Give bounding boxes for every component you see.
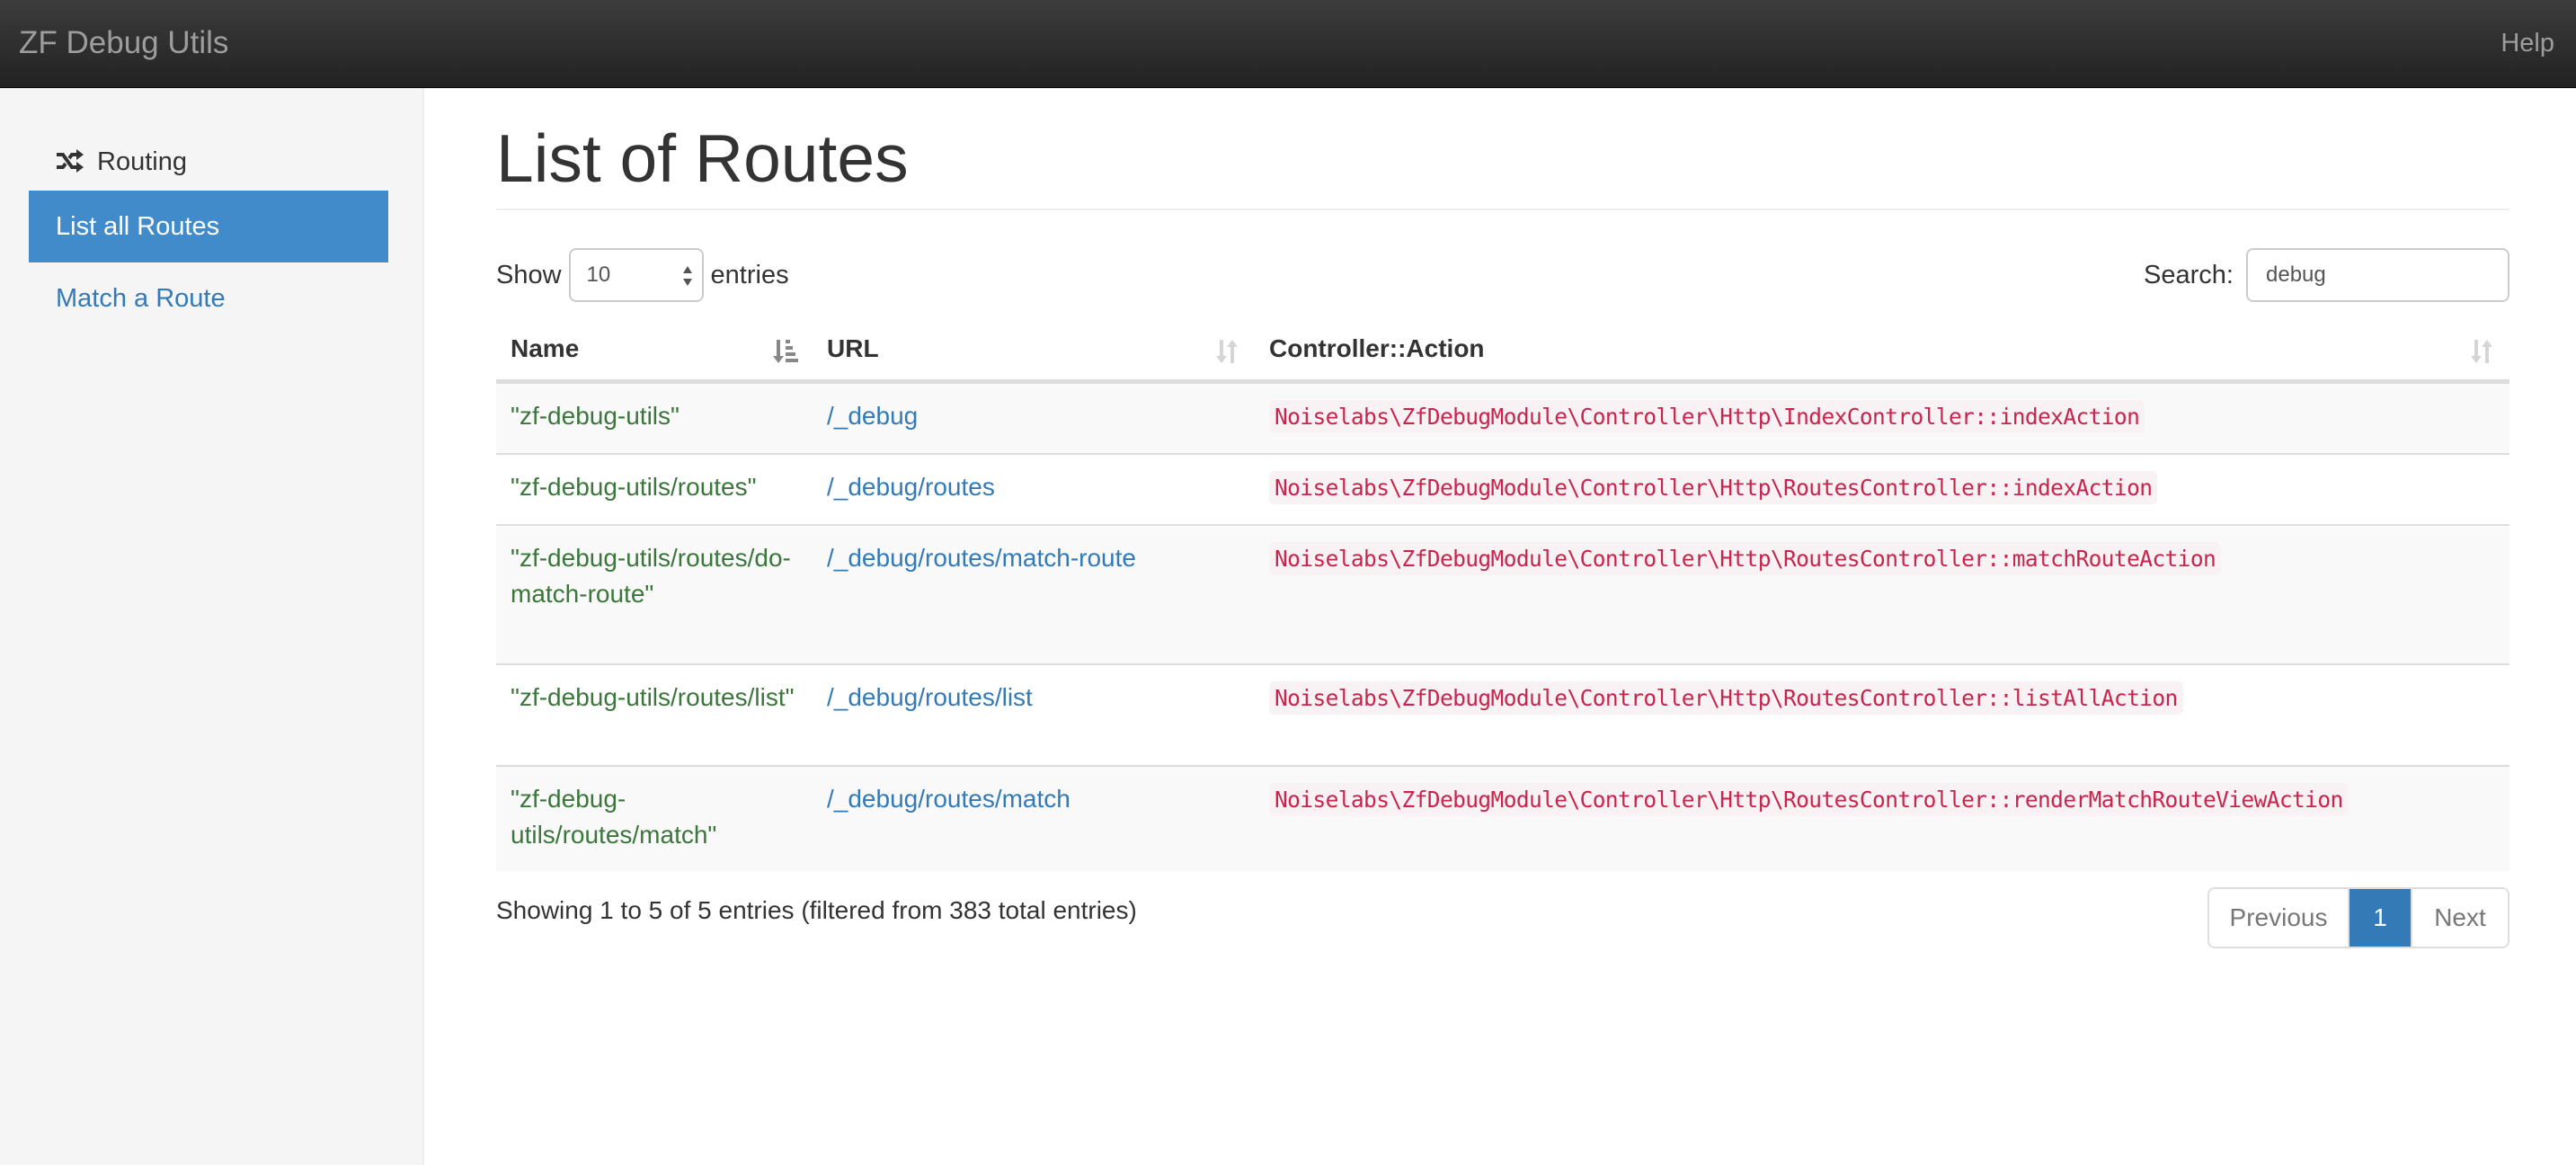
show-label: Show bbox=[496, 260, 562, 289]
route-name: "zf-debug-utils/routes/list" bbox=[511, 682, 795, 711]
main-content: List of Routes Show 10 entries Search: N… bbox=[496, 88, 2509, 970]
previous-page-button[interactable]: Previous bbox=[2209, 888, 2349, 947]
brand-link[interactable]: ZF Debug Utils bbox=[19, 25, 229, 60]
sidebar-header-routing: Routing bbox=[56, 144, 187, 180]
pagination: Previous 1 Next bbox=[2207, 886, 2509, 948]
column-header-label: URL bbox=[827, 333, 879, 362]
controller-action: Noiselabs\ZfDebugModule\Controller\Http\… bbox=[1269, 680, 2183, 715]
random-shuffle-icon bbox=[57, 149, 84, 173]
table-header-row: Name URL bbox=[496, 318, 2509, 384]
select-arrows-icon bbox=[682, 266, 692, 286]
sidebar-item-match-a-route[interactable]: Match a Route bbox=[29, 262, 388, 334]
page-length-control: Show 10 entries bbox=[496, 248, 789, 302]
route-name: "zf-debug-utils/routes/do-match-route" bbox=[511, 543, 791, 608]
page-1-button[interactable]: 1 bbox=[2349, 888, 2411, 947]
column-header-url[interactable]: URL bbox=[813, 318, 1255, 384]
sort-both-icon bbox=[2471, 340, 2492, 363]
page-length-select[interactable]: 10 bbox=[568, 248, 704, 302]
table-row: "zf-debug-utils/routes/do-match-route" /… bbox=[496, 523, 2509, 664]
route-name: "zf-debug-utils/routes" bbox=[511, 472, 757, 501]
table-row: "zf-debug-utils/routes" /_debug/routes N… bbox=[496, 452, 2509, 525]
page-length-value: 10 bbox=[586, 262, 611, 287]
entries-label: entries bbox=[710, 260, 789, 289]
controller-action: Noiselabs\ZfDebugModule\Controller\Http\… bbox=[1269, 470, 2158, 504]
controller-action: Noiselabs\ZfDebugModule\Controller\Http\… bbox=[1269, 782, 2349, 816]
sort-both-icon bbox=[1216, 340, 1238, 363]
sidebar-item-list-all-routes[interactable]: List all Routes bbox=[29, 191, 388, 262]
table-row: "zf-debug-utils/routes/list" /_debug/rou… bbox=[496, 663, 2509, 766]
route-url-link[interactable]: /_debug/routes bbox=[827, 472, 995, 501]
page-title: List of Routes bbox=[496, 120, 2509, 210]
sort-ascending-icon bbox=[773, 340, 798, 363]
next-page-button[interactable]: Next bbox=[2411, 888, 2508, 947]
table-row: "zf-debug-utils" /_debug Noiselabs\ZfDeb… bbox=[496, 381, 2509, 454]
sidebar-header-label: Routing bbox=[97, 147, 187, 176]
controller-action: Noiselabs\ZfDebugModule\Controller\Http\… bbox=[1269, 399, 2145, 433]
controller-action: Noiselabs\ZfDebugModule\Controller\Http\… bbox=[1269, 541, 2222, 575]
sidebar-item-label: Match a Route bbox=[56, 283, 226, 313]
route-name: "zf-debug-utils" bbox=[511, 401, 680, 430]
top-navbar: ZF Debug Utils Help bbox=[0, 0, 2576, 88]
sidebar: Routing List all Routes Match a Route bbox=[0, 88, 424, 1165]
route-url-link[interactable]: /_debug/routes/match bbox=[827, 784, 1070, 813]
column-header-label: Controller::Action bbox=[1269, 333, 1485, 362]
column-header-controller-action[interactable]: Controller::Action bbox=[1255, 318, 2509, 384]
search-control: Search: bbox=[2144, 248, 2509, 302]
routes-table: Name URL bbox=[496, 318, 2509, 871]
table-info: Showing 1 to 5 of 5 entries (filtered fr… bbox=[496, 895, 1137, 924]
column-header-label: Name bbox=[511, 333, 580, 362]
route-url-link[interactable]: /_debug/routes/list bbox=[827, 682, 1033, 711]
table-footer: Showing 1 to 5 of 5 entries (filtered fr… bbox=[496, 871, 2509, 970]
route-url-link[interactable]: /_debug bbox=[827, 401, 919, 430]
help-link[interactable]: Help bbox=[2500, 29, 2554, 58]
search-input[interactable] bbox=[2246, 248, 2509, 302]
route-url-link[interactable]: /_debug/routes/match-route bbox=[827, 543, 1136, 572]
route-name: "zf-debug-utils/routes/match" bbox=[511, 784, 717, 849]
sidebar-item-label: List all Routes bbox=[56, 211, 220, 241]
table-controls: Show 10 entries Search: bbox=[496, 210, 2509, 318]
column-header-name[interactable]: Name bbox=[496, 318, 813, 384]
search-label: Search: bbox=[2144, 260, 2234, 289]
table-row: "zf-debug-utils/routes/match" /_debug/ro… bbox=[496, 764, 2509, 871]
